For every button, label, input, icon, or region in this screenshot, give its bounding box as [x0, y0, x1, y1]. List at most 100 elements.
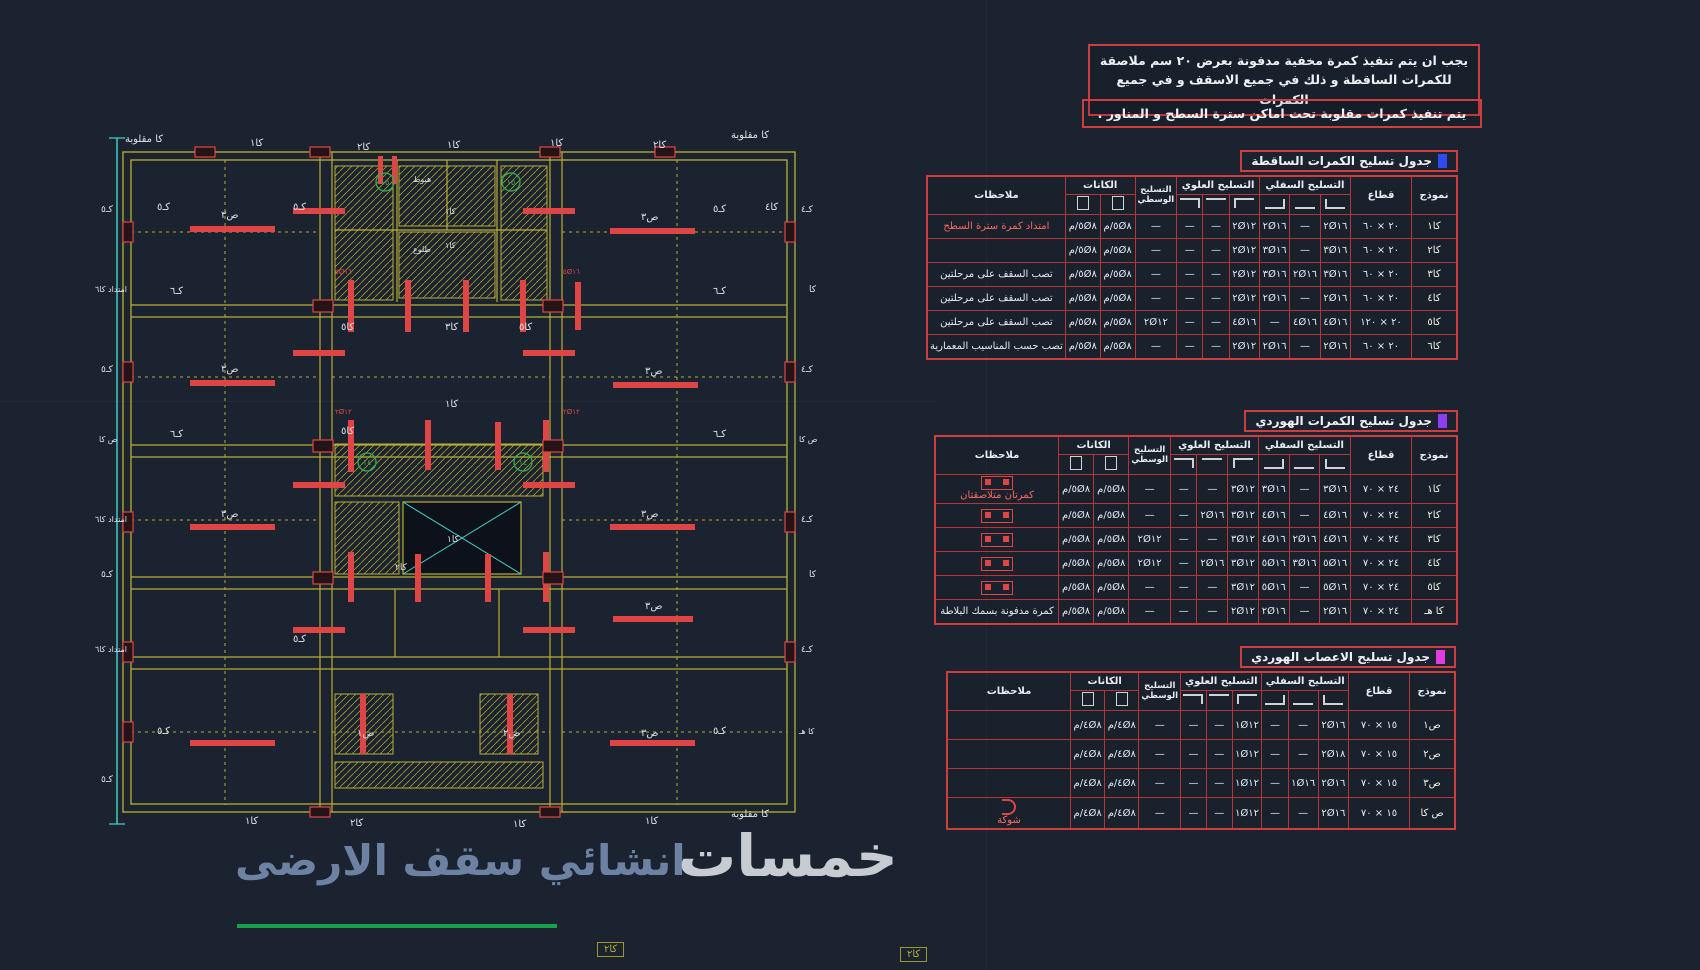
rebar-mark [507, 694, 513, 754]
column-header: التسليح السفلي [1257, 435, 1352, 455]
notes-cell: شوكة [946, 797, 1071, 830]
beam-mark: كا٤ [1411, 286, 1458, 311]
value-cell: ٤Ø١٦ [1319, 310, 1352, 335]
rebar-shape-icon [1325, 458, 1346, 469]
rebar-mark [293, 627, 345, 633]
notes-cell [934, 503, 1059, 528]
value-cell: ٢٠ × ٦٠ [1350, 262, 1412, 287]
value-cell: ٥Ø٨/م [1093, 551, 1130, 576]
stirrup-icon [1070, 456, 1083, 470]
value-cell: ٣Ø١٦ [1319, 238, 1352, 263]
column-header: التسليح الوسطي [1138, 671, 1182, 711]
value-cell: — [1289, 238, 1321, 263]
value-cell: — [1202, 334, 1230, 360]
plan-label: كـ٤ [801, 515, 813, 525]
rebar-shape-icon [1263, 458, 1284, 469]
column-header [1205, 690, 1233, 711]
value-cell: ٤Ø١٦ [1257, 527, 1290, 552]
plan-label: كـ٦ [713, 286, 726, 297]
value-cell: — [1261, 797, 1289, 830]
rebar-shape-icon [1294, 198, 1315, 209]
legend-chip-icon [1436, 650, 1445, 664]
value-cell: ٢٤ × ٧٠ [1350, 551, 1412, 576]
column-marker [194, 146, 216, 158]
rebar-mark [523, 350, 575, 356]
value-cell: ٢Ø١٢ [1128, 551, 1172, 576]
column-header: التسليح العلوي [1176, 175, 1260, 195]
rebar-shape-icon [1234, 197, 1255, 209]
rebar-shape-icon [1293, 694, 1314, 705]
schedule-title-text: جدول تسليح الاعصاب الهوردي [1251, 650, 1430, 664]
inverted-beams-note-box: يتم تنفيذ كمرات مقلوبة تحت اماكن سترة ال… [1082, 99, 1482, 129]
schedule-title: جدول تسليح الكمرات الساقطة [1240, 150, 1458, 172]
value-cell: ٥Ø٨/م [1064, 310, 1101, 335]
column-header: التسليح السفلي [1258, 175, 1352, 195]
plan-label: ص٣ [641, 509, 658, 520]
value-cell: ٢Ø١٢ [1228, 334, 1260, 360]
rebar-mark [348, 420, 354, 472]
value-cell: — [1261, 710, 1289, 740]
notes-cell [946, 739, 1071, 769]
value-cell: — [1180, 797, 1207, 830]
rebar-shape-icon [1325, 198, 1346, 209]
value-cell: ٥Ø٨/م [1099, 262, 1136, 287]
value-cell: ٢٠ × ٦٠ [1350, 286, 1412, 311]
column-header: ملاحظات [926, 175, 1066, 215]
column-marker [122, 641, 134, 663]
value-cell: — [1170, 551, 1198, 576]
column-header: التسليح السفلي [1261, 671, 1349, 691]
value-cell: ٤Ø٨/م [1104, 768, 1140, 798]
value-cell: ١٥ × ٧٠ [1348, 739, 1410, 769]
plan-label: كا١ [445, 207, 456, 216]
rebar-mark [523, 208, 575, 214]
rebar-mark [575, 282, 581, 330]
column-marker [309, 806, 331, 818]
value-cell: ٥Ø١٦ [1257, 575, 1290, 600]
rebar-mark [348, 552, 354, 602]
column-header [1288, 454, 1321, 475]
plan-label: ٥Ø١٦ [563, 268, 580, 276]
rebar-mark [463, 280, 469, 332]
column-header [1289, 194, 1321, 215]
plan-label: كا٥ [519, 322, 532, 333]
beam-mark: كا٦ [1411, 334, 1458, 360]
value-cell: — [1288, 575, 1321, 600]
sketch-icon [981, 508, 1013, 523]
value-cell: — [1202, 310, 1230, 335]
value-cell: ٢Ø١٢ [1228, 262, 1260, 287]
beam-mark: كا٤ [1411, 551, 1458, 576]
value-cell: ٣Ø١٢ [1227, 551, 1259, 576]
note-line: يجب ان يتم تنفيذ كمرة مخفية مدفونة بعرض … [1099, 53, 1469, 68]
plan-label: كا١ [513, 819, 526, 830]
beam-tag-box: كا٢ [597, 942, 625, 957]
value-cell: ١٥ × ٧٠ [1348, 768, 1410, 798]
value-cell: ٣Ø١٦ [1319, 262, 1352, 287]
value-cell: — [1258, 310, 1291, 335]
plan-label: كـ٤ [801, 205, 813, 215]
notes-cell: كمرة مدفونة بسمك البلاطة [934, 599, 1059, 625]
plan-label: كـ٥ [101, 570, 113, 580]
column-header: قطاع [1350, 435, 1412, 475]
value-cell: ٢Ø١٦ [1196, 503, 1229, 528]
value-cell: — [1128, 599, 1172, 625]
value-cell: — [1205, 768, 1233, 798]
schedule-title: جدول تسليح الكمرات الهوردي [1244, 410, 1458, 432]
beam-mark: كا١ [1411, 214, 1458, 239]
value-cell: ٢Ø١٦ [1288, 527, 1321, 552]
plan-label: كـ٥ [157, 202, 170, 213]
value-cell: — [1134, 262, 1178, 287]
value-cell: — [1128, 503, 1172, 528]
hatched-slab-area [334, 443, 544, 497]
column-header [1228, 194, 1260, 215]
notes-cell: تصب حسب المناسيب المعمارية [926, 334, 1066, 360]
column-marker [312, 571, 334, 585]
value-cell: ١Ø١٢ [1231, 768, 1263, 798]
value-cell: ٢Ø١٢ [1228, 214, 1260, 239]
